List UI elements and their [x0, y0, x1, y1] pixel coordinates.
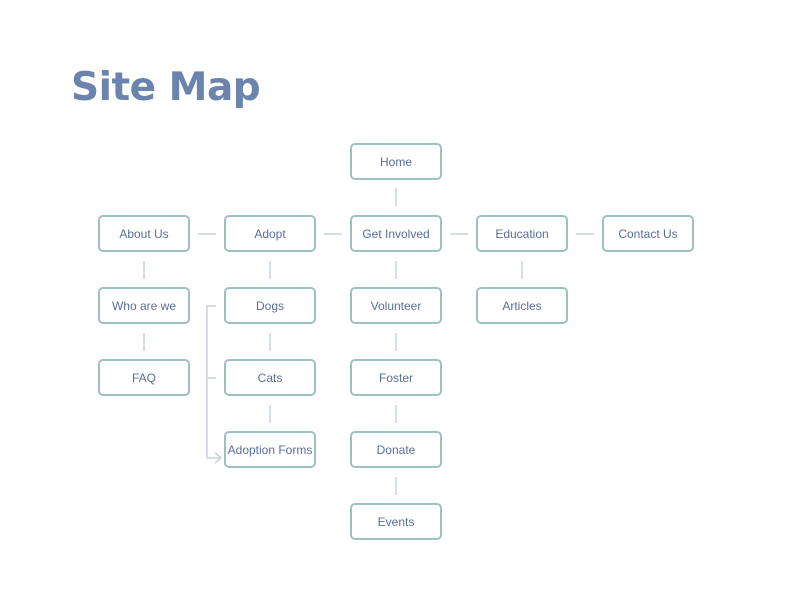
- node-adoption-forms[interactable]: Adoption Forms: [224, 431, 316, 468]
- node-dogs[interactable]: Dogs: [224, 287, 316, 324]
- node-donate-label: Donate: [376, 442, 416, 457]
- node-donate[interactable]: Donate: [350, 431, 442, 468]
- node-adoption-forms-label: Adoption Forms: [227, 442, 313, 457]
- node-faq[interactable]: FAQ: [98, 359, 190, 396]
- node-education[interactable]: Education: [476, 215, 568, 252]
- node-dogs-label: Dogs: [255, 298, 284, 313]
- node-volunteer-label: Volunteer: [370, 298, 422, 313]
- node-home[interactable]: Home: [350, 143, 442, 180]
- page-title: Site Map: [71, 65, 261, 110]
- node-about-us-label: About Us: [119, 226, 169, 241]
- node-events[interactable]: Events: [350, 503, 442, 540]
- node-cats[interactable]: Cats: [224, 359, 316, 396]
- node-get-involved[interactable]: Get Involved: [350, 215, 442, 252]
- node-articles-label: Articles: [502, 298, 542, 313]
- node-contact-us-label: Contact Us: [618, 226, 678, 241]
- node-adopt[interactable]: Adopt: [224, 215, 316, 252]
- node-adopt-label: Adopt: [254, 226, 286, 241]
- node-about-us[interactable]: About Us: [98, 215, 190, 252]
- node-faq-label: FAQ: [131, 370, 156, 385]
- connector-bracket-arrowhead: [214, 452, 223, 464]
- node-articles[interactable]: Articles: [476, 287, 568, 324]
- node-foster-label: Foster: [378, 370, 413, 385]
- node-home-label: Home: [379, 154, 412, 169]
- node-events-label: Events: [377, 514, 415, 529]
- connector-adoption-forms-bracket: [206, 305, 220, 459]
- node-volunteer[interactable]: Volunteer: [350, 287, 442, 324]
- node-get-involved-label: Get Involved: [362, 226, 430, 241]
- node-foster[interactable]: Foster: [350, 359, 442, 396]
- node-contact-us[interactable]: Contact Us: [602, 215, 694, 252]
- node-who-are-we-label: Who are we: [111, 298, 177, 313]
- node-who-are-we[interactable]: Who are we: [98, 287, 190, 324]
- node-education-label: Education: [495, 226, 549, 241]
- node-cats-label: Cats: [257, 370, 283, 385]
